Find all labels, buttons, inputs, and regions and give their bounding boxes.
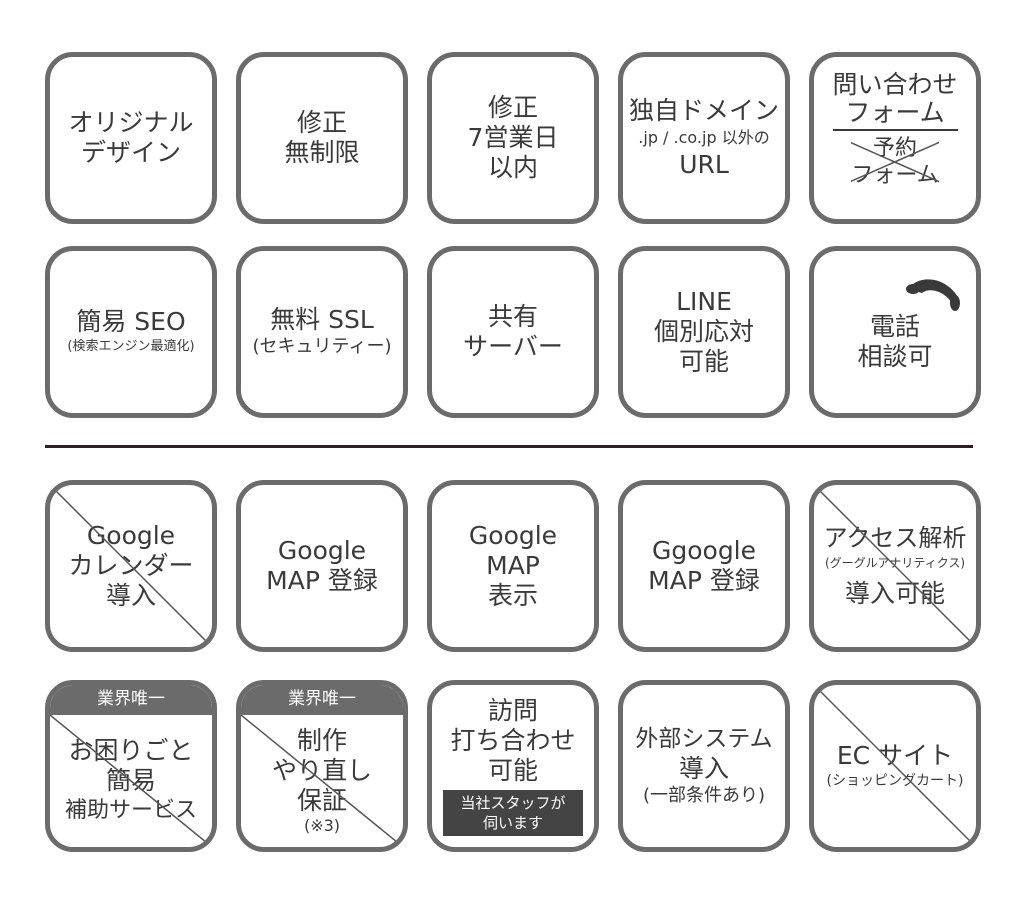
tile-simple-seo: 簡易 SEO (検索エンジン最適化) [45, 246, 217, 418]
tile-text: デザイン [80, 138, 181, 167]
tile-onsite-meeting: 訪問 打ち合わせ 可能 当社スタッフが 伺います [427, 680, 599, 852]
tile-title: 独自ドメイン [628, 96, 779, 125]
tile-text: 訪問 [487, 696, 538, 725]
phone-icon [906, 279, 960, 311]
tile-text: 共有 [487, 302, 538, 331]
tile-text: 導入 [105, 581, 156, 610]
separator-line [832, 129, 958, 131]
tile-text: 打ち合わせ [450, 726, 576, 755]
tile-title: EC サイト [836, 741, 954, 770]
tile-text: 修正 [487, 93, 538, 122]
tile-phone-consult: 電話 相談可 [809, 246, 981, 418]
tile-text: 表示 [487, 581, 538, 610]
tile-text: やり直し [271, 756, 372, 785]
tile-text: 修正 [296, 108, 347, 137]
tile-text: Google [468, 521, 558, 550]
tile-text: 電話 [869, 312, 920, 341]
tile-revision-7-days: 修正 7営業日 以内 [427, 52, 599, 224]
tile-ggoogle-map-register: Ggoogle MAP 登録 [618, 480, 790, 652]
tile-text: 個別応対 [653, 317, 754, 346]
tile-text: 可能 [678, 347, 729, 376]
tile-external-system: 外部システム 導入 (一部条件あり) [618, 680, 790, 852]
tile-text: Ggoogle [651, 536, 757, 565]
tile-text: お困りごと [68, 736, 194, 765]
tile-text: MAP 登録 [648, 566, 760, 595]
tile-text: 補助サービス [64, 798, 197, 823]
tile-text: 以内 [487, 153, 538, 182]
tile-text: 問い合わせ [832, 70, 958, 99]
staff-visit-box: 当社スタッフが 伺います [443, 790, 583, 836]
tile-title: 無料 SSL [270, 305, 374, 334]
tile-text: 当社スタッフが [460, 794, 566, 812]
tile-text: カレンダー [68, 551, 194, 580]
tile-shared-server: 共有 サーバー [427, 246, 599, 418]
tile-text: 相談可 [857, 342, 933, 371]
tile-text: 保証 [296, 786, 347, 815]
tile-google-calendar: Google カレンダー 導入 [45, 480, 217, 652]
tile-text: MAP 登録 [266, 566, 378, 595]
tile-text: サーバー [463, 332, 563, 361]
tile-title: 簡易 SEO [76, 307, 186, 336]
industry-only-badge: 業界唯一 [241, 685, 403, 715]
tile-text: 予約 [872, 136, 917, 161]
tile-text: 無制限 [284, 138, 360, 167]
tile-sub: (検索エンジン最適化) [67, 339, 195, 354]
tile-custom-domain: 独自ドメイン .jp / .co.jp 以外の URL [618, 52, 790, 224]
tile-note: (※3) [303, 816, 341, 835]
tile-access-analytics: アクセス解析 (グーグルアナリティクス) 導入可能 [809, 480, 981, 652]
tile-sub: (グーグルアナリティクス) [824, 556, 966, 570]
tile-text: フォーム [851, 163, 939, 188]
tile-text: 外部システム [635, 726, 773, 752]
industry-only-badge: 業界唯一 [50, 685, 212, 715]
tile-sub: (ショッピングカート) [826, 773, 964, 789]
tile-note: (一部条件あり) [642, 785, 766, 806]
tile-google-map-register: Google MAP 登録 [236, 480, 408, 652]
tile-support-service: 業界唯一 お困りごと 簡易 補助サービス [45, 680, 217, 852]
tile-text: 7営業日 [467, 123, 559, 152]
reservation-form-struck: 予約 フォーム [851, 135, 939, 189]
tile-text: 可能 [487, 756, 538, 785]
tile-text: フォーム [845, 98, 945, 127]
tile-text: 簡易 [105, 766, 156, 795]
tile-text: 導入可能 [844, 579, 945, 608]
tile-redo-guarantee: 業界唯一 制作 やり直し 保証 (※3) [236, 680, 408, 852]
tile-sub: (セキュリティー) [252, 336, 392, 357]
tile-title: アクセス解析 [823, 524, 967, 552]
tile-text: オリジナル [68, 108, 194, 137]
tile-unlimited-revisions: 修正 無制限 [236, 52, 408, 224]
tile-text: Google [86, 521, 176, 550]
tile-line-support: LINE 個別応対 可能 [618, 246, 790, 418]
section-divider [45, 445, 973, 448]
tile-sub: .jp / .co.jp 以外の [638, 128, 770, 147]
tile-google-map-display: Google MAP 表示 [427, 480, 599, 652]
tile-text: 制作 [296, 726, 347, 755]
tile-text: URL [679, 150, 729, 179]
tile-text: Google [277, 536, 367, 565]
tile-contact-form: 問い合わせ フォーム 予約 フォーム [809, 52, 981, 224]
tile-text: MAP [486, 551, 540, 580]
tile-free-ssl: 無料 SSL (セキュリティー) [236, 246, 408, 418]
tile-text: LINE [676, 287, 732, 316]
tile-text: 導入 [678, 754, 729, 783]
tile-original-design: オリジナル デザイン [45, 52, 217, 224]
tile-ec-site: EC サイト (ショッピングカート) [809, 680, 981, 852]
tile-text: 伺います [482, 814, 543, 832]
